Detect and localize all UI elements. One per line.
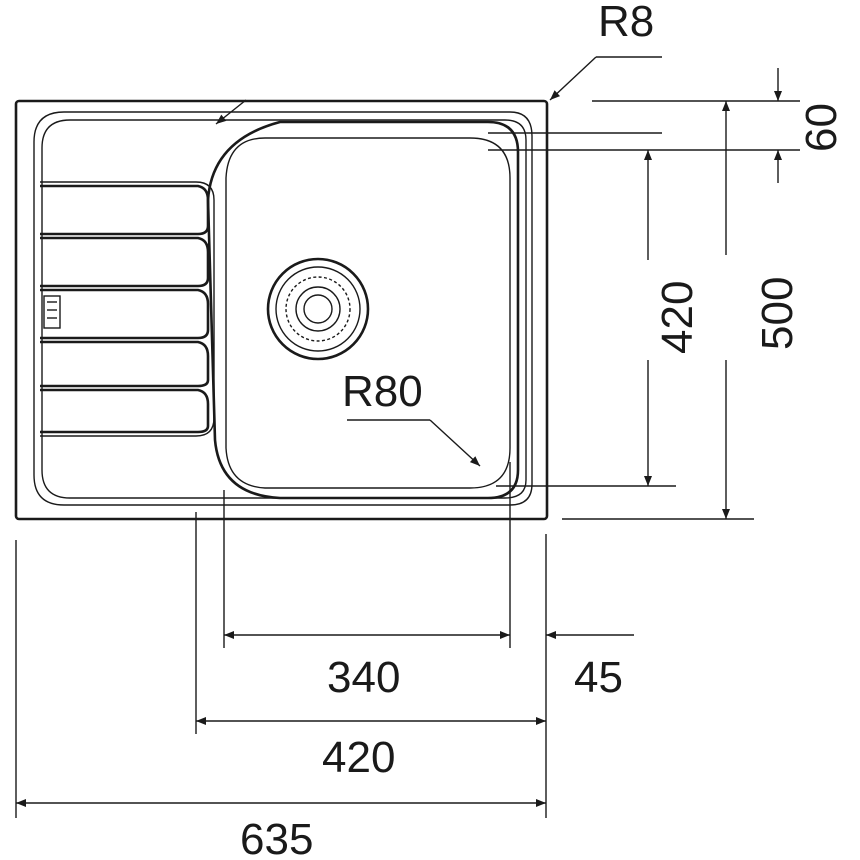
cabinet-width-dimension: 420 xyxy=(196,717,546,782)
bowl-width-dimension: 340 xyxy=(224,631,510,702)
bowl-width-label: 340 xyxy=(327,653,400,702)
overall-width-dimension: 635 xyxy=(16,799,546,860)
drainer-area xyxy=(40,181,215,437)
drainer-outline xyxy=(40,181,215,437)
bowl-height-label: 420 xyxy=(653,281,702,354)
sink-outer-rim xyxy=(14,99,549,521)
overall-height-label: 500 xyxy=(753,277,802,350)
sink-inner-panel-line xyxy=(41,119,527,499)
drainer-groove xyxy=(40,184,210,236)
leader-line xyxy=(215,99,247,125)
bowl-height-dimension: 420 xyxy=(488,132,702,487)
sink-outline xyxy=(14,99,549,521)
depth-label: 60 xyxy=(797,103,846,152)
corner-radius-annotation: R8 xyxy=(549,0,662,101)
bowl-radius-annotation: R80 xyxy=(342,367,481,467)
drain-strainer-icon xyxy=(266,257,370,361)
drainer-groove xyxy=(40,340,210,388)
overall-width-label: 635 xyxy=(240,815,313,860)
corner-radius-label: R8 xyxy=(598,0,654,46)
right-margin-dimension: 45 xyxy=(546,631,634,702)
drainer-groove xyxy=(40,236,210,288)
overflow-slot xyxy=(43,295,61,329)
bowl-outer xyxy=(206,120,520,500)
sink-bowl xyxy=(206,120,520,500)
bowl-radius-label: R80 xyxy=(342,367,423,416)
bowl-inner xyxy=(225,137,511,489)
drainer-groove xyxy=(40,288,210,340)
right-margin-label: 45 xyxy=(574,653,623,702)
drainer-groove xyxy=(40,388,210,434)
cabinet-width-label: 420 xyxy=(322,733,395,782)
overall-height-dimension: 500 xyxy=(562,101,802,520)
depth-dimension: 60 xyxy=(592,68,846,183)
